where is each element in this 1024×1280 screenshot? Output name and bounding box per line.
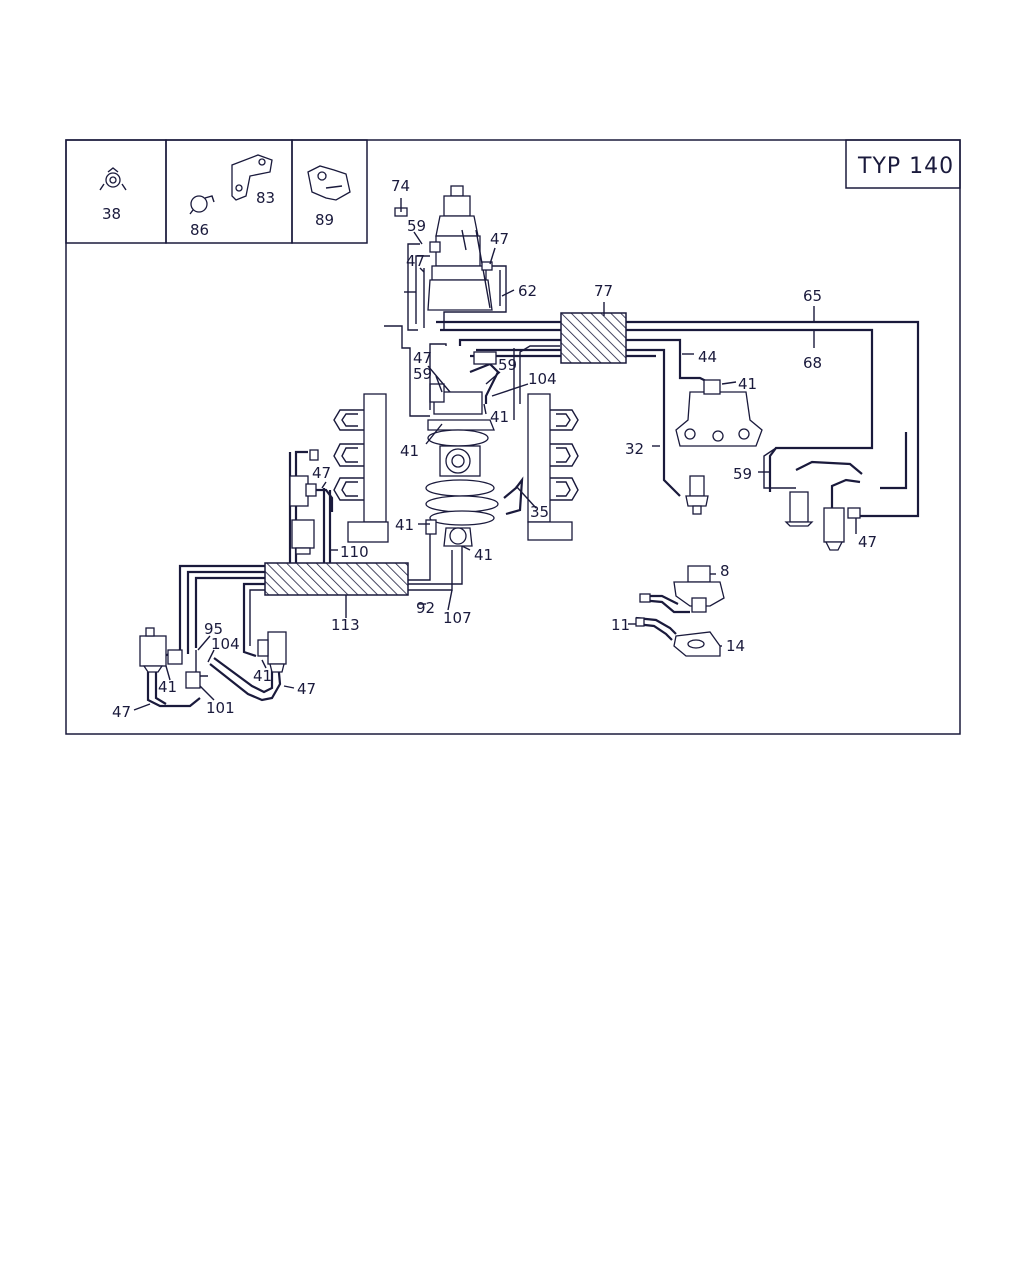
- callout-101: 101: [206, 699, 235, 717]
- callout-59-top: 59: [407, 217, 426, 235]
- callout-113: 113: [331, 616, 360, 634]
- callout-104-low: 104: [211, 635, 240, 653]
- callout-41-mid-left: 41: [400, 442, 419, 460]
- hose-sleeve-77: [560, 312, 627, 364]
- callout-47-low-right: 47: [297, 680, 316, 698]
- callout-11: 11: [611, 616, 630, 634]
- diagram-frame: [65, 139, 961, 735]
- left-vacuum-lines: [146, 325, 560, 708]
- callout-labels: 74 59 47 47 62 77 65 68 44 41 47 59 59 1…: [112, 177, 877, 721]
- callout-41-low-left: 41: [158, 678, 177, 696]
- callout-8: 8: [720, 562, 730, 580]
- cylinder-head-right: [527, 393, 579, 541]
- hose-sleeve-113: [264, 562, 409, 596]
- legend-label-89: 89: [315, 211, 334, 229]
- callout-74: 74: [391, 177, 410, 195]
- callout-95: 95: [204, 620, 223, 638]
- callout-41-low-right: 41: [253, 667, 272, 685]
- hose-clamp-icon: [189, 195, 215, 215]
- callout-41-lower: 41: [474, 546, 493, 564]
- callout-47-right: 47: [858, 533, 877, 551]
- callout-59-valve: 59: [498, 356, 517, 374]
- callout-65: 65: [803, 287, 822, 305]
- callout-68: 68: [803, 354, 822, 372]
- vacuum-unit-110: [289, 449, 334, 555]
- callout-107: 107: [443, 609, 472, 627]
- hose-11: [635, 616, 677, 641]
- lower-left-valves: [139, 627, 287, 689]
- callout-44: 44: [698, 348, 717, 366]
- intake-assembly: [425, 351, 524, 547]
- legend-label-38: 38: [102, 205, 121, 223]
- type-label: TYP 140: [857, 154, 954, 179]
- callout-47-mid: 47: [413, 349, 432, 367]
- callout-59-right: 59: [733, 465, 752, 483]
- callout-41-small: 41: [395, 516, 414, 534]
- vacuum-pump-44: [675, 379, 763, 447]
- leader-lines: [133, 198, 857, 711]
- callout-77: 77: [594, 282, 613, 300]
- fuel-injection-pump: [394, 185, 493, 311]
- gasket-14: [673, 631, 721, 657]
- callout-47-top-left: 47: [406, 252, 425, 270]
- bracket-icon: [231, 154, 273, 201]
- upper-vacuum-lines: [404, 243, 920, 518]
- idle-valve-8: [639, 565, 725, 614]
- callout-32: 32: [625, 440, 644, 458]
- switchover-valve-32: [685, 475, 709, 515]
- callout-104-mid: 104: [528, 370, 557, 388]
- callout-35: 35: [530, 503, 549, 521]
- cylinder-head-left: [333, 393, 389, 543]
- legend-label-86: 86: [190, 221, 209, 239]
- type-box: TYP 140: [845, 139, 961, 189]
- callout-62: 62: [518, 282, 537, 300]
- parts-legend: 38 86 83 89: [65, 139, 368, 244]
- callout-110: 110: [340, 543, 369, 561]
- callout-92: 92: [416, 599, 435, 617]
- callout-59-mid: 59: [413, 365, 432, 383]
- callout-47-top-right: 47: [490, 230, 509, 248]
- legend-label-83: 83: [256, 189, 275, 207]
- callout-14: 14: [726, 637, 745, 655]
- right-valves: [784, 478, 861, 551]
- callout-47-low-left: 47: [112, 703, 131, 721]
- callout-41-pump: 41: [738, 375, 757, 393]
- callout-47-left: 47: [312, 464, 331, 482]
- line-holder-icon: [307, 165, 351, 201]
- callout-41-mid-right: 41: [490, 408, 509, 426]
- clip-icon: [99, 167, 127, 191]
